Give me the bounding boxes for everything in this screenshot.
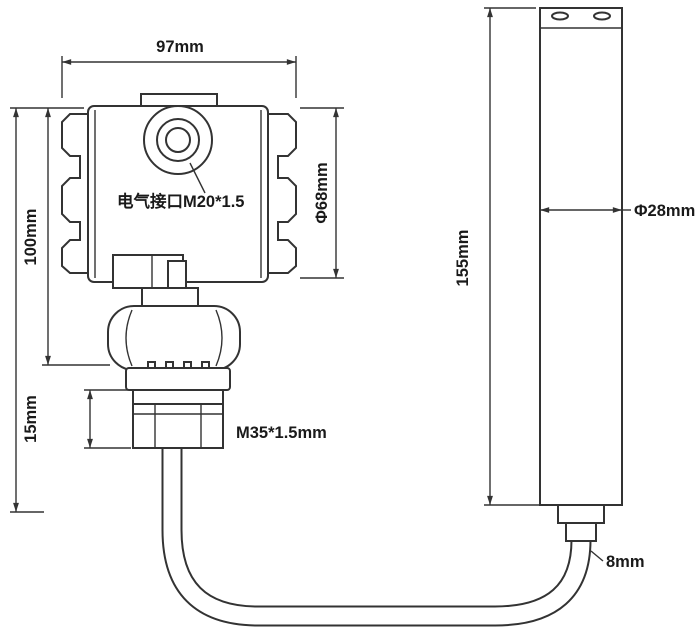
electrical-interface-label: 电气接口M20*1.5 bbox=[117, 191, 244, 211]
dimension-label-15mm: 15mm bbox=[22, 395, 40, 443]
terminal-block-tab bbox=[167, 260, 187, 289]
probe-body bbox=[539, 7, 623, 506]
mounting-thread-label: M35*1.5mm bbox=[236, 424, 327, 442]
probe-vent-hole-right bbox=[593, 11, 611, 21]
dimension-flange-thickness: 15mm bbox=[22, 389, 131, 449]
elbow-contour-left bbox=[125, 309, 133, 367]
probe-gland-lower bbox=[565, 522, 597, 542]
label-electrical-interface: 电气接口M20*1.5 bbox=[117, 162, 244, 211]
cable-diameter-label: 8mm bbox=[606, 553, 645, 571]
probe-gland-upper bbox=[557, 504, 605, 524]
cable-entry-inner-circle bbox=[165, 127, 191, 153]
dimension-top-width: 97mm bbox=[61, 38, 297, 98]
dimension-overall-left bbox=[10, 108, 44, 513]
mounting-nut bbox=[132, 403, 224, 449]
flange-plate bbox=[125, 367, 231, 391]
elbow-contour-right bbox=[215, 309, 223, 367]
elbow-fitting bbox=[107, 305, 241, 371]
leader-line bbox=[590, 550, 604, 562]
probe bbox=[539, 7, 623, 542]
cable bbox=[161, 448, 592, 627]
label-mounting-thread: M35*1.5mm bbox=[236, 424, 327, 442]
dimension-housing-height: 100mm bbox=[10, 107, 110, 366]
probe-vent-hole-left bbox=[551, 11, 569, 21]
leader-line bbox=[189, 162, 206, 194]
dimension-label-97mm: 97mm bbox=[156, 38, 204, 56]
dimension-label-68mm: Φ68mm bbox=[313, 162, 331, 223]
transmitter bbox=[61, 93, 297, 449]
dimension-label-100mm: 100mm bbox=[22, 209, 40, 266]
dimension-label-28mm: Φ28mm bbox=[634, 202, 695, 220]
dimension-housing-diameter: Φ68mm bbox=[300, 107, 344, 279]
housing-right-ribs bbox=[267, 113, 297, 274]
dimension-label-155mm: 155mm bbox=[454, 230, 472, 287]
dimension-probe-length: 155mm bbox=[454, 7, 548, 506]
flange-spacer bbox=[132, 389, 224, 405]
dimension-probe-diameter: Φ28mm bbox=[540, 202, 695, 220]
housing-left-ribs bbox=[61, 113, 89, 274]
label-cable-diameter: 8mm bbox=[590, 550, 645, 571]
housing-top-cap bbox=[140, 93, 218, 107]
